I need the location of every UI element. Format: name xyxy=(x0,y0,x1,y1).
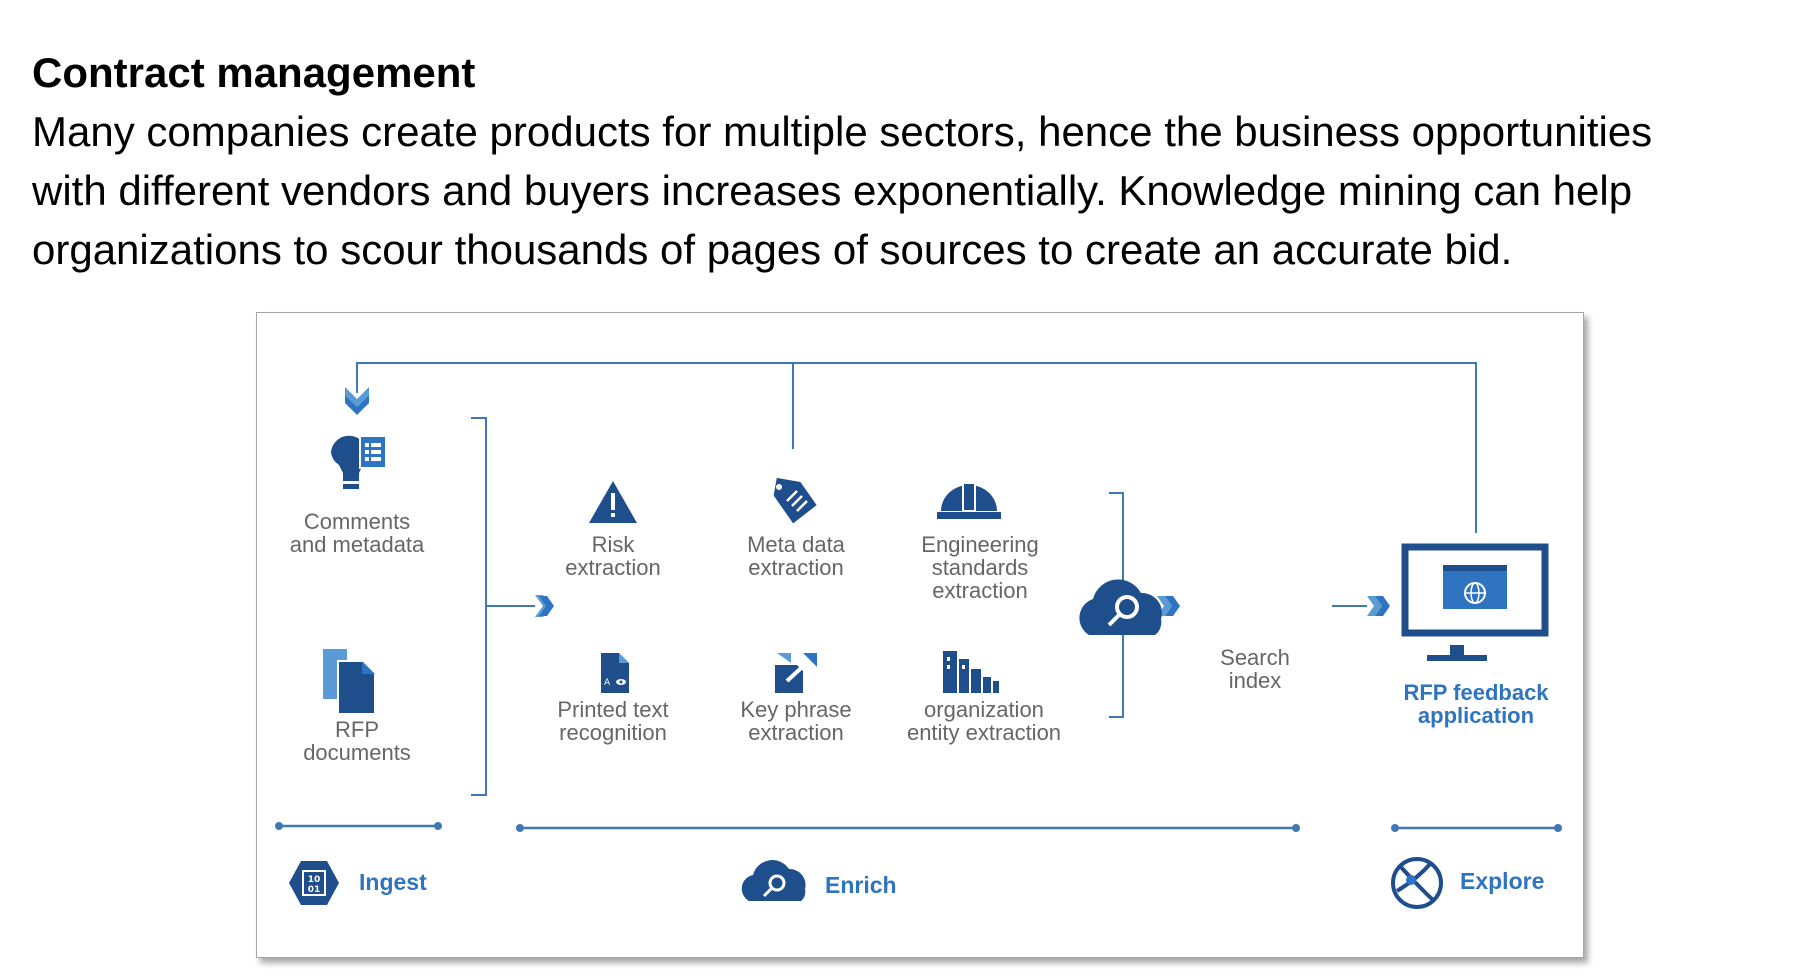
flow-arrow-head-icon xyxy=(1165,596,1180,616)
binary-hexagon-icon: 10 01 xyxy=(289,861,339,905)
feedback-loop-lines xyxy=(356,362,1477,533)
svg-text:A: A xyxy=(604,678,611,688)
label-line: Printed text xyxy=(557,697,669,722)
label-line: extraction xyxy=(932,578,1028,603)
cloud-search-icon xyxy=(1079,579,1162,635)
step-label-printed-text: Printed text recognition xyxy=(557,698,668,744)
label-line: and metadata xyxy=(289,532,425,557)
step-label-key-phrase: Key phrase extraction xyxy=(740,698,851,744)
flow-arrow-icon xyxy=(1367,596,1382,616)
lightbulb-document-icon xyxy=(331,435,387,489)
step-label-metadata: Meta data extraction xyxy=(747,533,845,579)
phase-lines xyxy=(279,824,1558,830)
label-line: Meta data xyxy=(747,532,845,557)
phase-label-ingest: Ingest xyxy=(359,869,427,895)
label-line: standards xyxy=(931,555,1029,580)
cloud-search-icon xyxy=(741,860,806,901)
flow-arrow-head-icon xyxy=(539,596,554,616)
key-phrase-icon xyxy=(775,653,817,693)
label-line: organization xyxy=(924,697,1044,722)
label-line: Comments xyxy=(303,509,411,534)
label-line: Risk xyxy=(591,532,635,557)
label-line: index xyxy=(1228,668,1282,693)
label-line: application xyxy=(1417,703,1535,728)
ocr-document-icon: A xyxy=(601,653,629,693)
search-index-label: Search index xyxy=(1220,646,1290,692)
ingest-bracket xyxy=(471,417,535,796)
step-label-risk: Risk extraction xyxy=(565,533,660,579)
label-line: Search xyxy=(1220,645,1290,670)
description-line-3: organizations to scour thousands of page… xyxy=(32,226,1513,273)
label-line: Engineering xyxy=(921,532,1039,557)
label-line: RFP feedback xyxy=(1403,680,1549,705)
tag-icon xyxy=(773,477,817,524)
step-label-engineering: Engineering standards extraction xyxy=(921,533,1038,602)
buildings-icon xyxy=(943,651,999,693)
label-line: Key phrase xyxy=(740,697,852,722)
knowledge-mining-diagram: A xyxy=(256,312,1584,958)
label-line: extraction xyxy=(565,555,661,580)
description-line-1: Many companies create products for multi… xyxy=(32,108,1653,155)
flow-arrow-head-icon xyxy=(1375,596,1390,616)
svg-text:01: 01 xyxy=(308,885,321,895)
label-line: extraction xyxy=(748,555,844,580)
label-line: RFP xyxy=(335,717,379,742)
phase-line-dots xyxy=(275,822,1562,832)
label-line: documents xyxy=(303,740,411,765)
step-label-organization: organization entity extraction xyxy=(907,698,1061,744)
source-label-rfp-documents: RFP documents xyxy=(303,718,411,764)
page-title: Contract management xyxy=(32,49,476,96)
label-line: recognition xyxy=(559,720,667,745)
monitor-globe-icon xyxy=(1401,543,1549,661)
description-line-2: with different vendors and buyers increa… xyxy=(32,167,1633,214)
feedback-arrow-icon xyxy=(345,387,369,415)
source-label-comments: Comments and metadata xyxy=(290,510,425,556)
rfp-feedback-application-label: RFP feedback application xyxy=(1403,681,1548,727)
warning-icon xyxy=(589,481,637,523)
phase-label-enrich: Enrich xyxy=(825,872,897,898)
phase-label-explore: Explore xyxy=(1460,868,1545,894)
globe-network-icon xyxy=(1391,857,1443,909)
documents-icon xyxy=(323,649,376,715)
diagram-graphics: A xyxy=(275,362,1562,909)
label-line: extraction xyxy=(748,720,844,745)
label-line: entity extraction xyxy=(906,720,1062,745)
hard-hat-icon xyxy=(937,482,1001,519)
svg-text:10: 10 xyxy=(308,875,321,885)
